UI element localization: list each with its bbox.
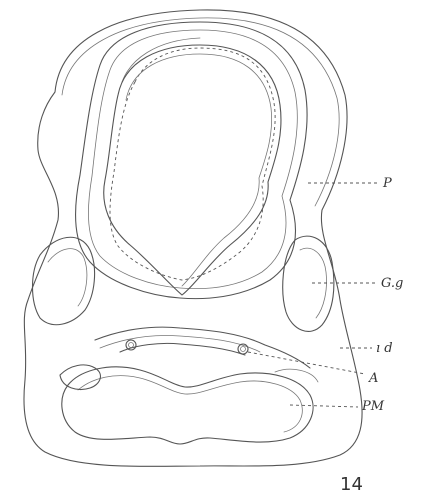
label-p: P: [382, 176, 392, 191]
label-pm: PM: [361, 399, 385, 414]
pallium-outline: [76, 22, 308, 299]
leader-line-pm: [290, 405, 358, 407]
figure-number: 14: [340, 474, 363, 495]
lower-mass: [60, 365, 318, 444]
ventricle-cavity: [104, 45, 281, 295]
commissural-band: [95, 327, 310, 368]
label-d: ı d: [376, 341, 393, 356]
label-gg: G.g: [381, 276, 403, 291]
leader-line-a: [248, 352, 365, 374]
ganglion-masses: [33, 236, 334, 331]
label-a: A: [368, 371, 378, 386]
